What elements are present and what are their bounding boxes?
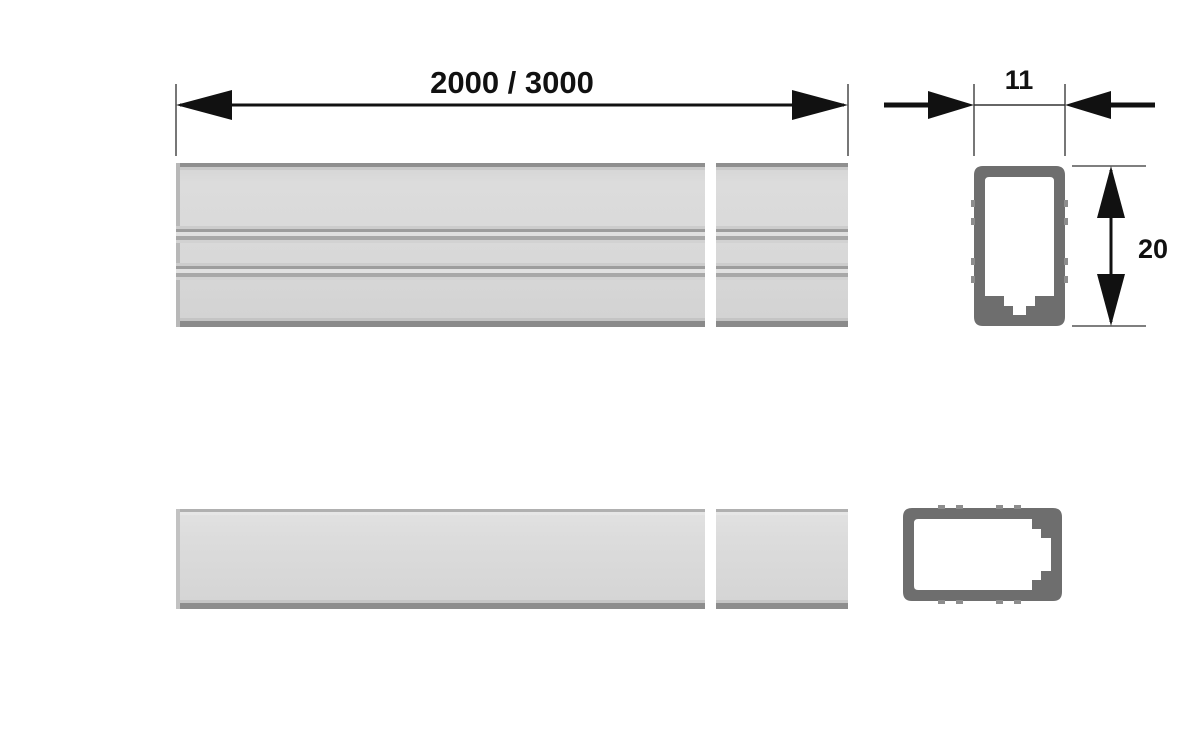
retaining-tab-right (1026, 296, 1054, 315)
cross-section-portrait-view (971, 166, 1068, 326)
groove-shadow (176, 236, 705, 240)
profile-groove-upper (176, 226, 705, 243)
profile-bottom-edge (176, 603, 705, 609)
arrow-right-icon (928, 91, 974, 119)
profile-face-fill (716, 509, 848, 609)
groove-face (716, 232, 848, 236)
wall-notch-icon (938, 600, 945, 604)
width-dimension-label: 11 (1005, 65, 1034, 95)
groove-face (176, 232, 705, 236)
section-wall (974, 166, 1065, 326)
profile-bottom-edge (176, 321, 705, 327)
groove-face (176, 269, 705, 273)
groove-face (716, 269, 848, 273)
height-dimension-label: 20 (1138, 234, 1168, 264)
bottom-elevation-main-segment (176, 509, 705, 609)
wall-notch-icon (1064, 276, 1068, 283)
wall-notch-icon (971, 200, 975, 207)
bottom-elevation-end-segment (716, 509, 848, 609)
wall-notch-icon (971, 258, 975, 265)
front-elevation-main-segment (176, 163, 705, 327)
wall-notch-icon (956, 505, 963, 509)
profile-groove-lower (176, 263, 705, 280)
bottom-elevation-view (176, 505, 848, 615)
groove-highlight (176, 226, 705, 229)
profile-top-edge (716, 163, 848, 167)
wall-notch-icon (956, 600, 963, 604)
retaining-tab-top (1032, 519, 1051, 538)
retaining-tab-bottom (1032, 571, 1051, 590)
profile-break-gap (705, 160, 716, 332)
profile-groove-upper (716, 226, 848, 243)
profile-bottom-edge (716, 321, 848, 327)
height-dimension: 20 (1072, 165, 1168, 327)
groove-lower-highlight (176, 277, 705, 280)
profile-face-fill (176, 509, 705, 609)
groove-lower-highlight (716, 240, 848, 243)
wall-notch-icon (1064, 218, 1068, 225)
profile-bottom-edge (716, 603, 848, 609)
groove-line (716, 229, 848, 232)
arrow-up-icon (1097, 166, 1125, 218)
profile-left-edge (176, 509, 180, 609)
groove-lower-highlight (176, 240, 705, 243)
arrow-left-icon (1065, 91, 1111, 119)
wall-notch-icon (1064, 258, 1068, 265)
groove-lower-highlight (716, 277, 848, 280)
profile-top-highlight (176, 512, 705, 515)
groove-shadow (716, 273, 848, 277)
groove-highlight (716, 226, 848, 229)
profile-groove-lower (716, 263, 848, 280)
groove-shadow (716, 236, 848, 240)
arrow-left-icon (176, 90, 232, 120)
front-elevation-view (176, 160, 848, 332)
groove-line (716, 266, 848, 269)
groove-highlight (176, 263, 705, 266)
profile-left-edge (176, 163, 180, 327)
cross-section-landscape-view (903, 505, 1062, 604)
arrow-right-icon (792, 90, 848, 120)
profile-bottom-highlight (176, 318, 705, 321)
wall-notch-icon (1064, 200, 1068, 207)
profile-top-highlight (176, 167, 705, 170)
wall-notch-icon (1014, 600, 1021, 604)
wall-notch-icon (971, 276, 975, 283)
front-elevation-end-segment (716, 163, 848, 327)
groove-line (176, 266, 705, 269)
profile-top-highlight (716, 512, 848, 515)
profile-top-edge (716, 509, 848, 512)
profile-top-highlight (716, 167, 848, 170)
groove-shadow (176, 273, 705, 277)
wall-notch-icon (938, 505, 945, 509)
profile-break-gap (705, 505, 716, 615)
profile-top-edge (176, 509, 705, 512)
wall-notch-icon (996, 505, 1003, 509)
profile-face-fill (176, 163, 705, 327)
width-dimension: 11 (884, 65, 1155, 156)
wall-notch-icon (996, 600, 1003, 604)
groove-line (176, 229, 705, 232)
section-wall (903, 508, 1062, 601)
length-dimension: 2000 / 3000 (175, 65, 849, 156)
groove-highlight (716, 263, 848, 266)
profile-face-fill (716, 163, 848, 327)
profile-bottom-highlight (176, 600, 705, 603)
wall-notch-icon (971, 218, 975, 225)
length-dimension-label: 2000 / 3000 (430, 65, 594, 100)
wall-notch-icon (1014, 505, 1021, 509)
profile-bottom-highlight (716, 600, 848, 603)
profile-bottom-highlight (716, 318, 848, 321)
profile-top-edge (176, 163, 705, 167)
retaining-tab-left (985, 296, 1013, 315)
arrow-down-icon (1097, 274, 1125, 326)
